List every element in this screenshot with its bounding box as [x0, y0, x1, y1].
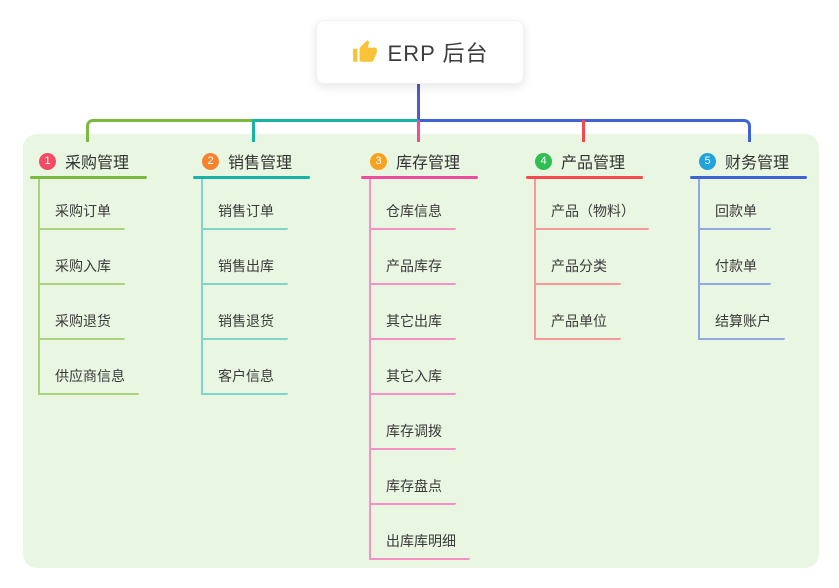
child-node-product-unit[interactable]: 产品单位 — [534, 311, 621, 340]
connector-bus-purchase — [86, 119, 252, 142]
child-node-purchase-return[interactable]: 采购退货 — [38, 311, 125, 340]
root-title: ERP 后台 — [387, 41, 489, 66]
branch-spine — [201, 179, 203, 395]
child-node-other-outbound[interactable]: 其它出库 — [369, 311, 456, 340]
branch-underline — [526, 176, 643, 179]
child-node-sales-outbound[interactable]: 销售出库 — [201, 256, 288, 285]
child-node-stock-taking[interactable]: 库存盘点 — [369, 476, 456, 505]
branch-number-badge: 5 — [699, 152, 716, 170]
child-node-other-inbound[interactable]: 其它入库 — [369, 366, 456, 395]
child-node-sales-order[interactable]: 销售订单 — [201, 201, 288, 230]
branch-title-label: 库存管理 — [396, 155, 461, 172]
branch-number-badge: 3 — [370, 152, 387, 170]
thumbs-up-icon — [352, 39, 378, 65]
branch-underline — [193, 176, 310, 179]
connector-drop-inventory — [417, 120, 420, 142]
branch-purchase-management: 1 采购管理 采购订单 采购入库 采购退货 供应商信息 — [30, 150, 190, 395]
branch-number-badge: 2 — [202, 152, 219, 170]
branch-spine — [369, 179, 371, 560]
branch-title-sales[interactable]: 2 销售管理 — [193, 150, 353, 172]
child-node-product-category[interactable]: 产品分类 — [534, 256, 621, 285]
child-node-outbound-detail[interactable]: 出库库明细 — [369, 531, 470, 560]
branch-sales-management: 2 销售管理 销售订单 销售出库 销售退货 客户信息 — [193, 150, 353, 395]
branch-spine — [698, 179, 700, 340]
connector-bus-sales — [252, 119, 418, 142]
branch-spine — [38, 179, 40, 395]
child-node-customer-info[interactable]: 客户信息 — [201, 366, 288, 395]
connector-drop-product — [582, 120, 585, 142]
branch-title-label: 产品管理 — [561, 155, 626, 172]
branch-finance-management: 5 财务管理 回款单 付款单 结算账户 — [690, 150, 839, 340]
child-node-settlement-account[interactable]: 结算账户 — [698, 311, 785, 340]
branch-number-badge: 1 — [39, 152, 56, 170]
branch-number-badge: 4 — [535, 152, 552, 170]
branch-title-label: 财务管理 — [725, 155, 790, 172]
connector-root — [417, 83, 420, 121]
branch-title-label: 销售管理 — [228, 155, 293, 172]
child-node-purchase-order[interactable]: 采购订单 — [38, 201, 125, 230]
child-node-supplier-info[interactable]: 供应商信息 — [38, 366, 139, 395]
child-node-purchase-inbound[interactable]: 采购入库 — [38, 256, 125, 285]
branch-spine — [534, 179, 536, 340]
branch-underline — [361, 176, 478, 179]
branch-inventory-management: 3 库存管理 仓库信息 产品库存 其它出库 其它入库 库存调拨 库存盘点 出库库… — [361, 150, 521, 560]
branch-title-purchase[interactable]: 1 采购管理 — [30, 150, 190, 172]
branch-title-finance[interactable]: 5 财务管理 — [690, 150, 839, 172]
branch-product-management: 4 产品管理 产品（物料） 产品分类 产品单位 — [526, 150, 686, 340]
branches-panel — [23, 134, 819, 568]
child-node-payment-bill[interactable]: 付款单 — [698, 256, 771, 285]
root-node[interactable]: ERP 后台 — [316, 20, 524, 84]
child-node-warehouse-info[interactable]: 仓库信息 — [369, 201, 456, 230]
child-node-sales-return[interactable]: 销售退货 — [201, 311, 288, 340]
branch-title-inventory[interactable]: 3 库存管理 — [361, 150, 521, 172]
branch-title-product[interactable]: 4 产品管理 — [526, 150, 686, 172]
child-node-receipt-bill[interactable]: 回款单 — [698, 201, 771, 230]
child-node-stock-transfer[interactable]: 库存调拨 — [369, 421, 456, 450]
branch-underline — [30, 176, 147, 179]
branch-title-label: 采购管理 — [65, 155, 130, 172]
child-node-product-material[interactable]: 产品（物料） — [534, 201, 649, 230]
branch-underline — [690, 176, 807, 179]
child-node-product-stock[interactable]: 产品库存 — [369, 256, 456, 285]
